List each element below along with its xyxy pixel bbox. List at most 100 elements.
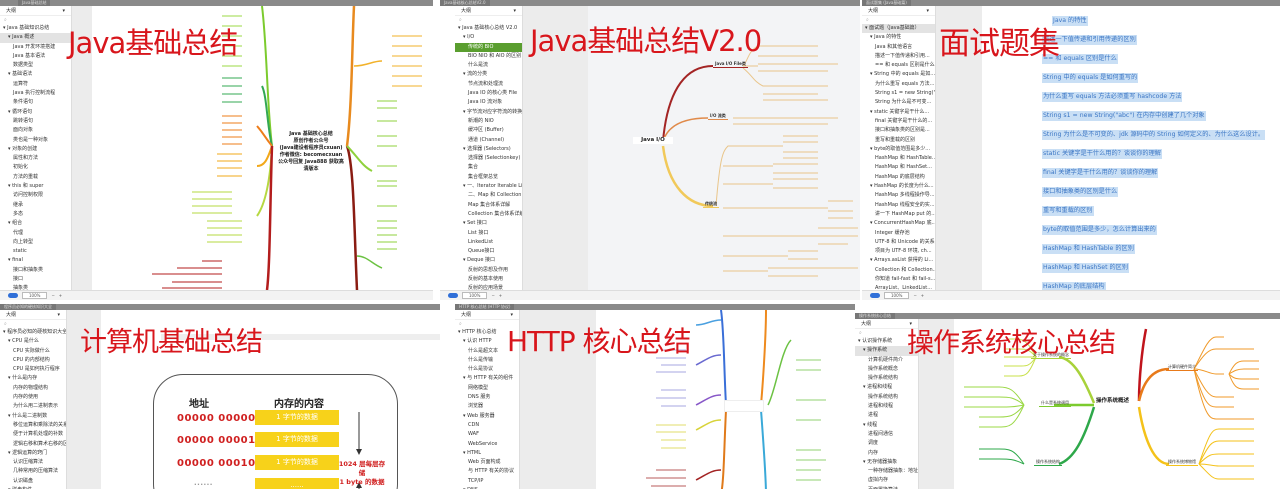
- outline-item[interactable]: 方法的重载: [13, 173, 39, 180]
- document-canvas[interactable]: Java 的特性描述一下值传递和引用传递的区别== 和 equals 区别是什么…: [982, 6, 1280, 292]
- branch-node[interactable]: 传统流: [703, 201, 719, 208]
- outline-item[interactable]: 重写和重载的区别: [875, 136, 916, 143]
- mindmap-root-node[interactable]: 操作系统概述: [1096, 398, 1130, 404]
- mindmap-canvas[interactable]: Java 基础核心总结原创作者公众号(Java建设者程序员cxuan)作者微信:…: [92, 6, 433, 290]
- zoom-select[interactable]: 100%: [884, 292, 910, 299]
- question-item[interactable]: final 关键字是干什么用的？谈谈你的理解: [1042, 168, 1159, 178]
- outline-item[interactable]: HashMap 多线程操作导...: [875, 192, 935, 199]
- outline-item[interactable]: 初始化: [13, 164, 29, 171]
- outline-item[interactable]: ▾ 线程: [863, 421, 878, 428]
- outline-item[interactable]: DNS 服务: [468, 394, 491, 401]
- outline-item[interactable]: CDN: [468, 421, 480, 428]
- question-item[interactable]: String s1 = new String("abc") 在内存中创建了几个对…: [1042, 111, 1206, 121]
- outline-dropdown[interactable]: 大纲▾: [455, 310, 519, 320]
- outline-item[interactable]: 虚拟内存: [868, 477, 889, 484]
- outline-item[interactable]: CPU 的内部结构: [13, 356, 50, 363]
- outline-item[interactable]: 认识磁盘: [13, 477, 34, 484]
- outline-item[interactable]: 传统的 BIO: [455, 42, 522, 52]
- outline-item[interactable]: CPU 实际做什么: [13, 347, 50, 354]
- outline-item[interactable]: 面向对象: [13, 127, 34, 134]
- outline-item[interactable]: ▾ String 中的 equals 是如...: [870, 71, 935, 78]
- outline-item[interactable]: ▾ 一、Iterator Iterable ListIterator: [463, 183, 522, 190]
- outline-item[interactable]: List 接口: [468, 229, 489, 236]
- outline-item[interactable]: 接口和抽象类的区别是...: [875, 127, 930, 134]
- outline-item[interactable]: 选择器 (Selectionkey): [468, 155, 521, 162]
- outline-item[interactable]: 条件语句: [13, 99, 34, 106]
- outline-item[interactable]: 集合框架总览: [468, 173, 499, 180]
- outline-item[interactable]: Java 和其他语言: [875, 43, 913, 50]
- branch-node[interactable]: 关于操作系统的概念: [1031, 352, 1071, 359]
- outline-dropdown[interactable]: 大纲▾: [855, 319, 918, 329]
- outline-item[interactable]: ▾ static 关键字是干什么...: [870, 108, 930, 115]
- outline-item[interactable]: ▾ 基础语法: [8, 71, 33, 78]
- outline-item[interactable]: ▾ Java 的特性: [870, 34, 902, 41]
- outline-item[interactable]: ▾ 选择器 (Selectors): [463, 145, 511, 152]
- outline-item[interactable]: 属性和方法: [13, 155, 39, 162]
- outline-search-input[interactable]: ⌕: [459, 17, 462, 23]
- outline-sidebar[interactable]: 大纲▾ ⌕ ▾ 认识操作系统▾ 操作系统计算机硬件简介操作系统概念操作系统结构▾…: [855, 319, 919, 489]
- outline-item[interactable]: ▾ 认识操作系统: [858, 338, 893, 344]
- outline-item[interactable]: 操作系统概念: [868, 365, 899, 372]
- zoom-out-button[interactable]: −: [913, 293, 917, 298]
- outline-item[interactable]: Java 执行控制流程: [13, 90, 56, 97]
- outline-item[interactable]: ▾ HTTP 核心总结: [458, 329, 497, 335]
- branch-node[interactable]: 操作系统结构: [1034, 459, 1062, 466]
- outline-search-input[interactable]: ⌕: [866, 17, 869, 23]
- outline-item[interactable]: ArrayList、LinkedList...: [875, 285, 933, 292]
- outline-item[interactable]: 为什么重写 equals 方法...: [875, 80, 935, 87]
- outline-item[interactable]: HashMap 的底层结构: [875, 173, 925, 180]
- mindmap-canvas[interactable]: Java I/O Java I/O File类 I/O 流类 传统流: [588, 6, 860, 290]
- outline-item[interactable]: HashMap 线程安全的实...: [875, 201, 935, 208]
- outline-item[interactable]: 内存的物理结构: [13, 384, 49, 391]
- branch-node[interactable]: 计算机硬件简介: [1166, 364, 1198, 371]
- question-item[interactable]: 接口和抽象类的区别是什么: [1042, 187, 1119, 197]
- outline-item[interactable]: ▾ 什么是二进制数: [8, 412, 48, 419]
- zoom-out-button[interactable]: −: [491, 293, 495, 298]
- outline-item[interactable]: ▾ 组合: [8, 220, 23, 227]
- outline-item[interactable]: Queue接口: [468, 248, 495, 255]
- outline-item[interactable]: 网络模型: [468, 384, 489, 391]
- outline-item[interactable]: TCP/IP: [468, 477, 484, 484]
- outline-item[interactable]: 什么是传输: [468, 356, 494, 363]
- outline-item[interactable]: 计算机硬件简介: [868, 356, 904, 363]
- outline-item[interactable]: ▾ I/O: [463, 34, 475, 41]
- outline-item[interactable]: 接口和抽象类: [13, 266, 44, 273]
- outline-search-input[interactable]: ⌕: [459, 321, 462, 327]
- outline-item[interactable]: 你知道 fail-fast 和 fail-s...: [875, 276, 935, 283]
- outline-item[interactable]: HashMap 和 HashSet...: [875, 164, 932, 171]
- outline-item[interactable]: 访问控制权限: [13, 192, 44, 199]
- outline-item[interactable]: 接口: [13, 276, 24, 283]
- zoom-in-button[interactable]: +: [58, 293, 63, 298]
- outline-item[interactable]: 认识压缩算法: [13, 459, 44, 466]
- outline-item[interactable]: ▾ 字节流对应字符流的转换: [463, 108, 522, 115]
- outline-item[interactable]: ▾ HashMap 的长度为什么...: [870, 183, 934, 190]
- outline-item[interactable]: HashMap 和 HashTable...: [875, 155, 935, 162]
- outline-item[interactable]: ▾ 与 HTTP 有关的组件: [463, 375, 514, 382]
- outline-search-input[interactable]: ⌕: [859, 330, 862, 336]
- outline-item[interactable]: 进程和线程: [868, 403, 894, 410]
- outline-item[interactable]: ▾ Java 概述: [0, 33, 71, 43]
- outline-item[interactable]: 逻辑右移和算术右移的区别: [13, 440, 66, 447]
- outline-item[interactable]: ▾ 什么是内存: [8, 375, 38, 382]
- outline-item[interactable]: 数据类型: [13, 62, 34, 69]
- outline-item[interactable]: Map 集合体系详解: [468, 201, 511, 208]
- question-item[interactable]: String 为什么是不可变的、jdk 源码中的 String 如何定义的、为什…: [1042, 130, 1266, 140]
- outline-item[interactable]: static: [13, 248, 27, 255]
- eye-icon[interactable]: [870, 293, 880, 298]
- question-item[interactable]: 重写和重载的区别: [1042, 206, 1094, 216]
- outline-item[interactable]: WAF: [468, 431, 479, 438]
- outline-item[interactable]: ▾ byte的取值范围是多少...: [870, 145, 931, 152]
- branch-node[interactable]: I/O 流类: [708, 113, 728, 120]
- outline-item[interactable]: ▾ 循环语句: [8, 108, 33, 115]
- outline-item[interactable]: 二、Map 和 Collection 接口: [468, 192, 522, 199]
- zoom-select[interactable]: 100%: [462, 292, 488, 299]
- outline-item[interactable]: 几种常用的压缩算法: [13, 468, 59, 475]
- outline-item[interactable]: 新潮的 NIO: [468, 117, 494, 124]
- outline-item[interactable]: ▾ 无存储器抽象: [863, 458, 898, 465]
- outline-item[interactable]: 便于计算机处理的补数: [13, 431, 64, 438]
- mindmap-root-node[interactable]: Java I/O: [633, 137, 673, 144]
- outline-item[interactable]: 什么是超文本: [468, 347, 499, 354]
- outline-dropdown[interactable]: 大纲▾: [0, 310, 66, 320]
